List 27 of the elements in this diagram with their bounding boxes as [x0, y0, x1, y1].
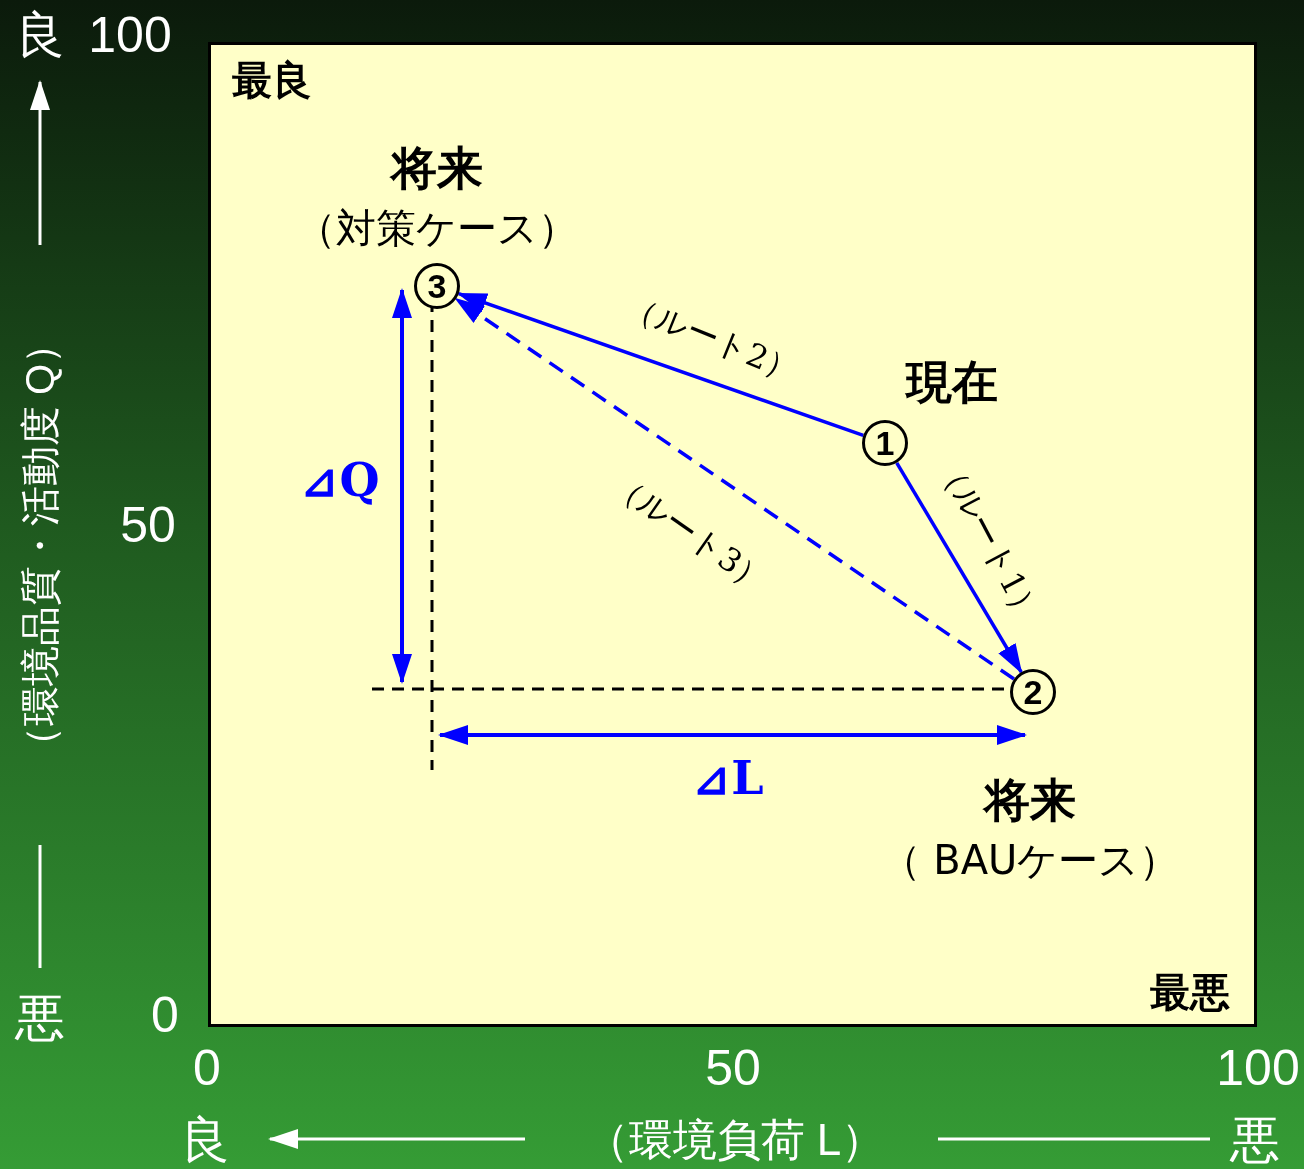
node-caption: （対策ケース）: [296, 208, 578, 248]
node-caption: 将来: [391, 145, 483, 191]
edge-label: （ルート1）: [933, 452, 1047, 628]
corner-label: 最良: [232, 60, 312, 100]
edge-label: （ルート2）: [621, 289, 803, 387]
axis-title: （環境品質・活動度 Q）: [20, 323, 60, 767]
tick-label: 50: [120, 500, 176, 550]
dimension-label: ⊿L: [692, 755, 764, 801]
arrow: [895, 461, 1023, 674]
dimension-label: ⊿Q: [300, 457, 380, 503]
axis-label: 悪: [15, 993, 65, 1043]
node-caption: 将来: [984, 777, 1076, 823]
arrow: [454, 297, 1015, 681]
tick-label: 50: [705, 1043, 761, 1093]
axis-title: （環境負荷 L）: [584, 1118, 886, 1162]
node-caption: （ BAUケース）: [880, 840, 1180, 880]
axis-label: 良: [15, 10, 65, 60]
node-caption: 現在: [906, 359, 998, 405]
tick-label: 100: [88, 10, 172, 60]
tick-label: 100: [1216, 1043, 1300, 1093]
tick-label: 0: [151, 990, 179, 1040]
axis-label: 悪: [1230, 1115, 1280, 1165]
edge-label: （ルート3）: [606, 466, 774, 598]
tick-label: 0: [193, 1043, 221, 1093]
corner-label: 最悪: [1150, 972, 1230, 1012]
axis-label: 良: [180, 1115, 230, 1165]
arrow: [456, 291, 864, 438]
